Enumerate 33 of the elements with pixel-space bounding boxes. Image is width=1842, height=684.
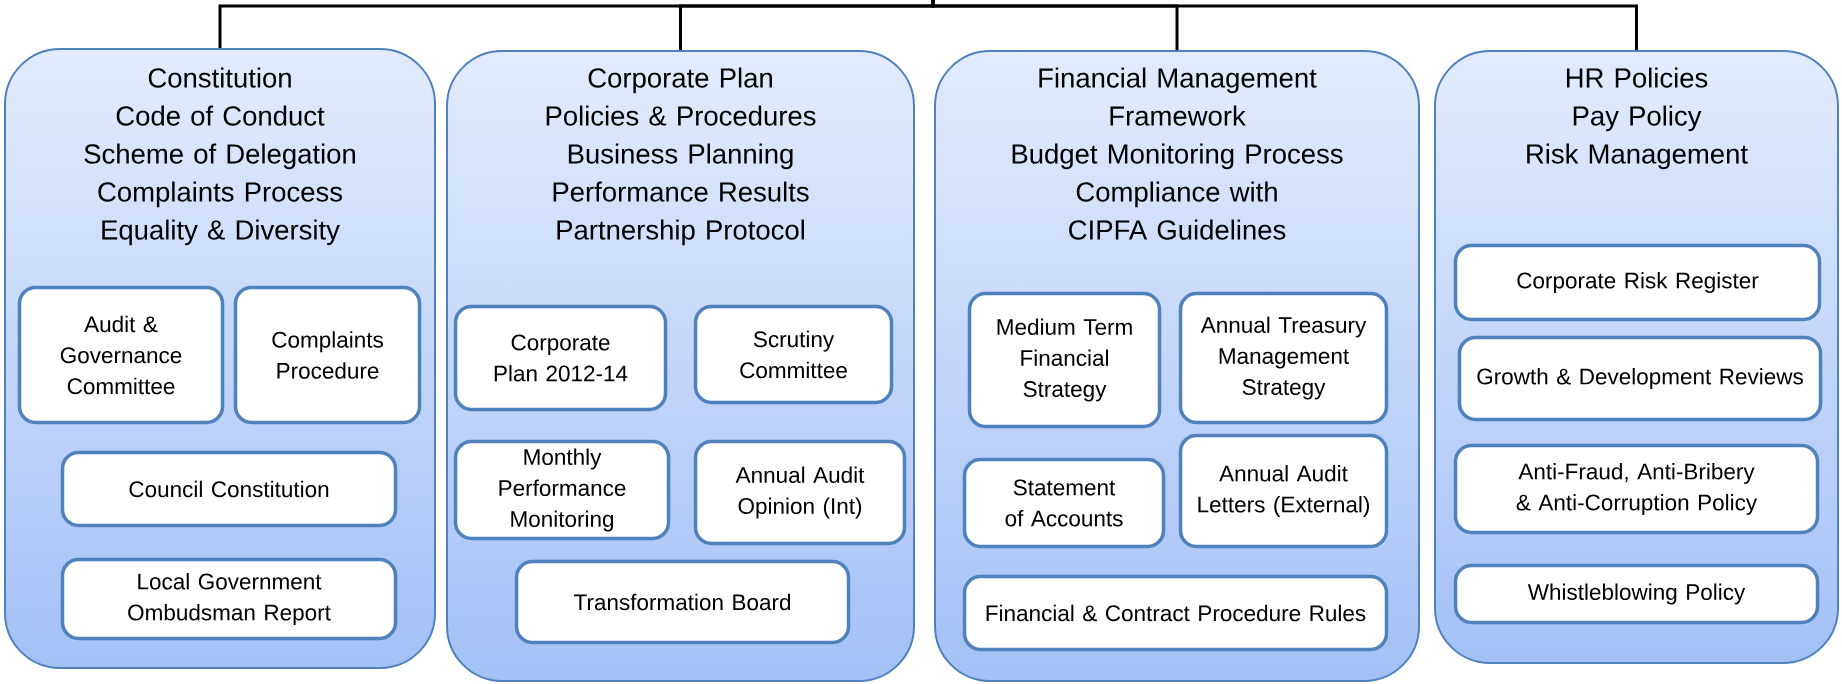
item-box: Annual Treasury Management Strategy [1178, 291, 1389, 425]
panel-heading: HR Policies Pay Policy Risk Management [1527, 67, 1748, 170]
node-label: Performance Results [553, 181, 809, 202]
item-box: Financial & Contract Procedure Rules [962, 574, 1389, 652]
item-box: Whistleblowing Policy [1453, 563, 1820, 625]
node-label: Code of Conduct [116, 105, 325, 126]
node-label: Corporate Plan [588, 67, 772, 94]
panel-heading: Corporate Plan Policies & Procedures Business Planning Performance Results Partnership Protocol [546, 67, 816, 246]
node-label: Equality & Diversity [102, 219, 340, 246]
item-box: Annual Audit Letters (External) [1178, 433, 1389, 549]
item-box: Statement of Accounts [962, 457, 1166, 549]
item-box: Scrutiny Committee [693, 304, 894, 405]
item-box: Local Government Ombudsman Report [60, 557, 398, 641]
item-box: Monthly Performance Monitoring [453, 439, 671, 541]
connector-line [931, 0, 1638, 50]
node-label: Constitution [148, 67, 291, 88]
item-box: Audit & Governance Committee [17, 285, 225, 425]
item-box: Annual Audit Opinion (Int) [693, 439, 907, 546]
node-label: Partnership Protocol [557, 219, 804, 246]
item-box: Transformation Board [514, 559, 851, 645]
node-label: Complaints Process [98, 181, 342, 208]
node-label: Policies & Procedures [546, 105, 816, 126]
item-box: Corporate Risk Register [1453, 243, 1822, 322]
node-label: Scheme of Delegation [84, 143, 355, 170]
node-label: Business Planning [568, 143, 793, 170]
item-box: Complaints Procedure [233, 285, 422, 425]
item-box: Medium Term Financial Strategy [967, 291, 1162, 429]
panel-heading: Constitution Code of Conduct Scheme of Delegation Complaints Process Equality & Diversity [84, 67, 355, 246]
item-box: Anti-Fraud, Anti-Bribery & Anti-Corruption Policy [1453, 443, 1820, 535]
item-box: Corporate Plan 2012-14 [453, 304, 668, 412]
item-box: Council Constitution [60, 450, 398, 528]
item-box: Growth & Development Reviews [1457, 335, 1823, 422]
panel-heading: Financial Management Framework Budget Monitoring Process Compliance with CIPFA Guidelines [1012, 67, 1343, 240]
